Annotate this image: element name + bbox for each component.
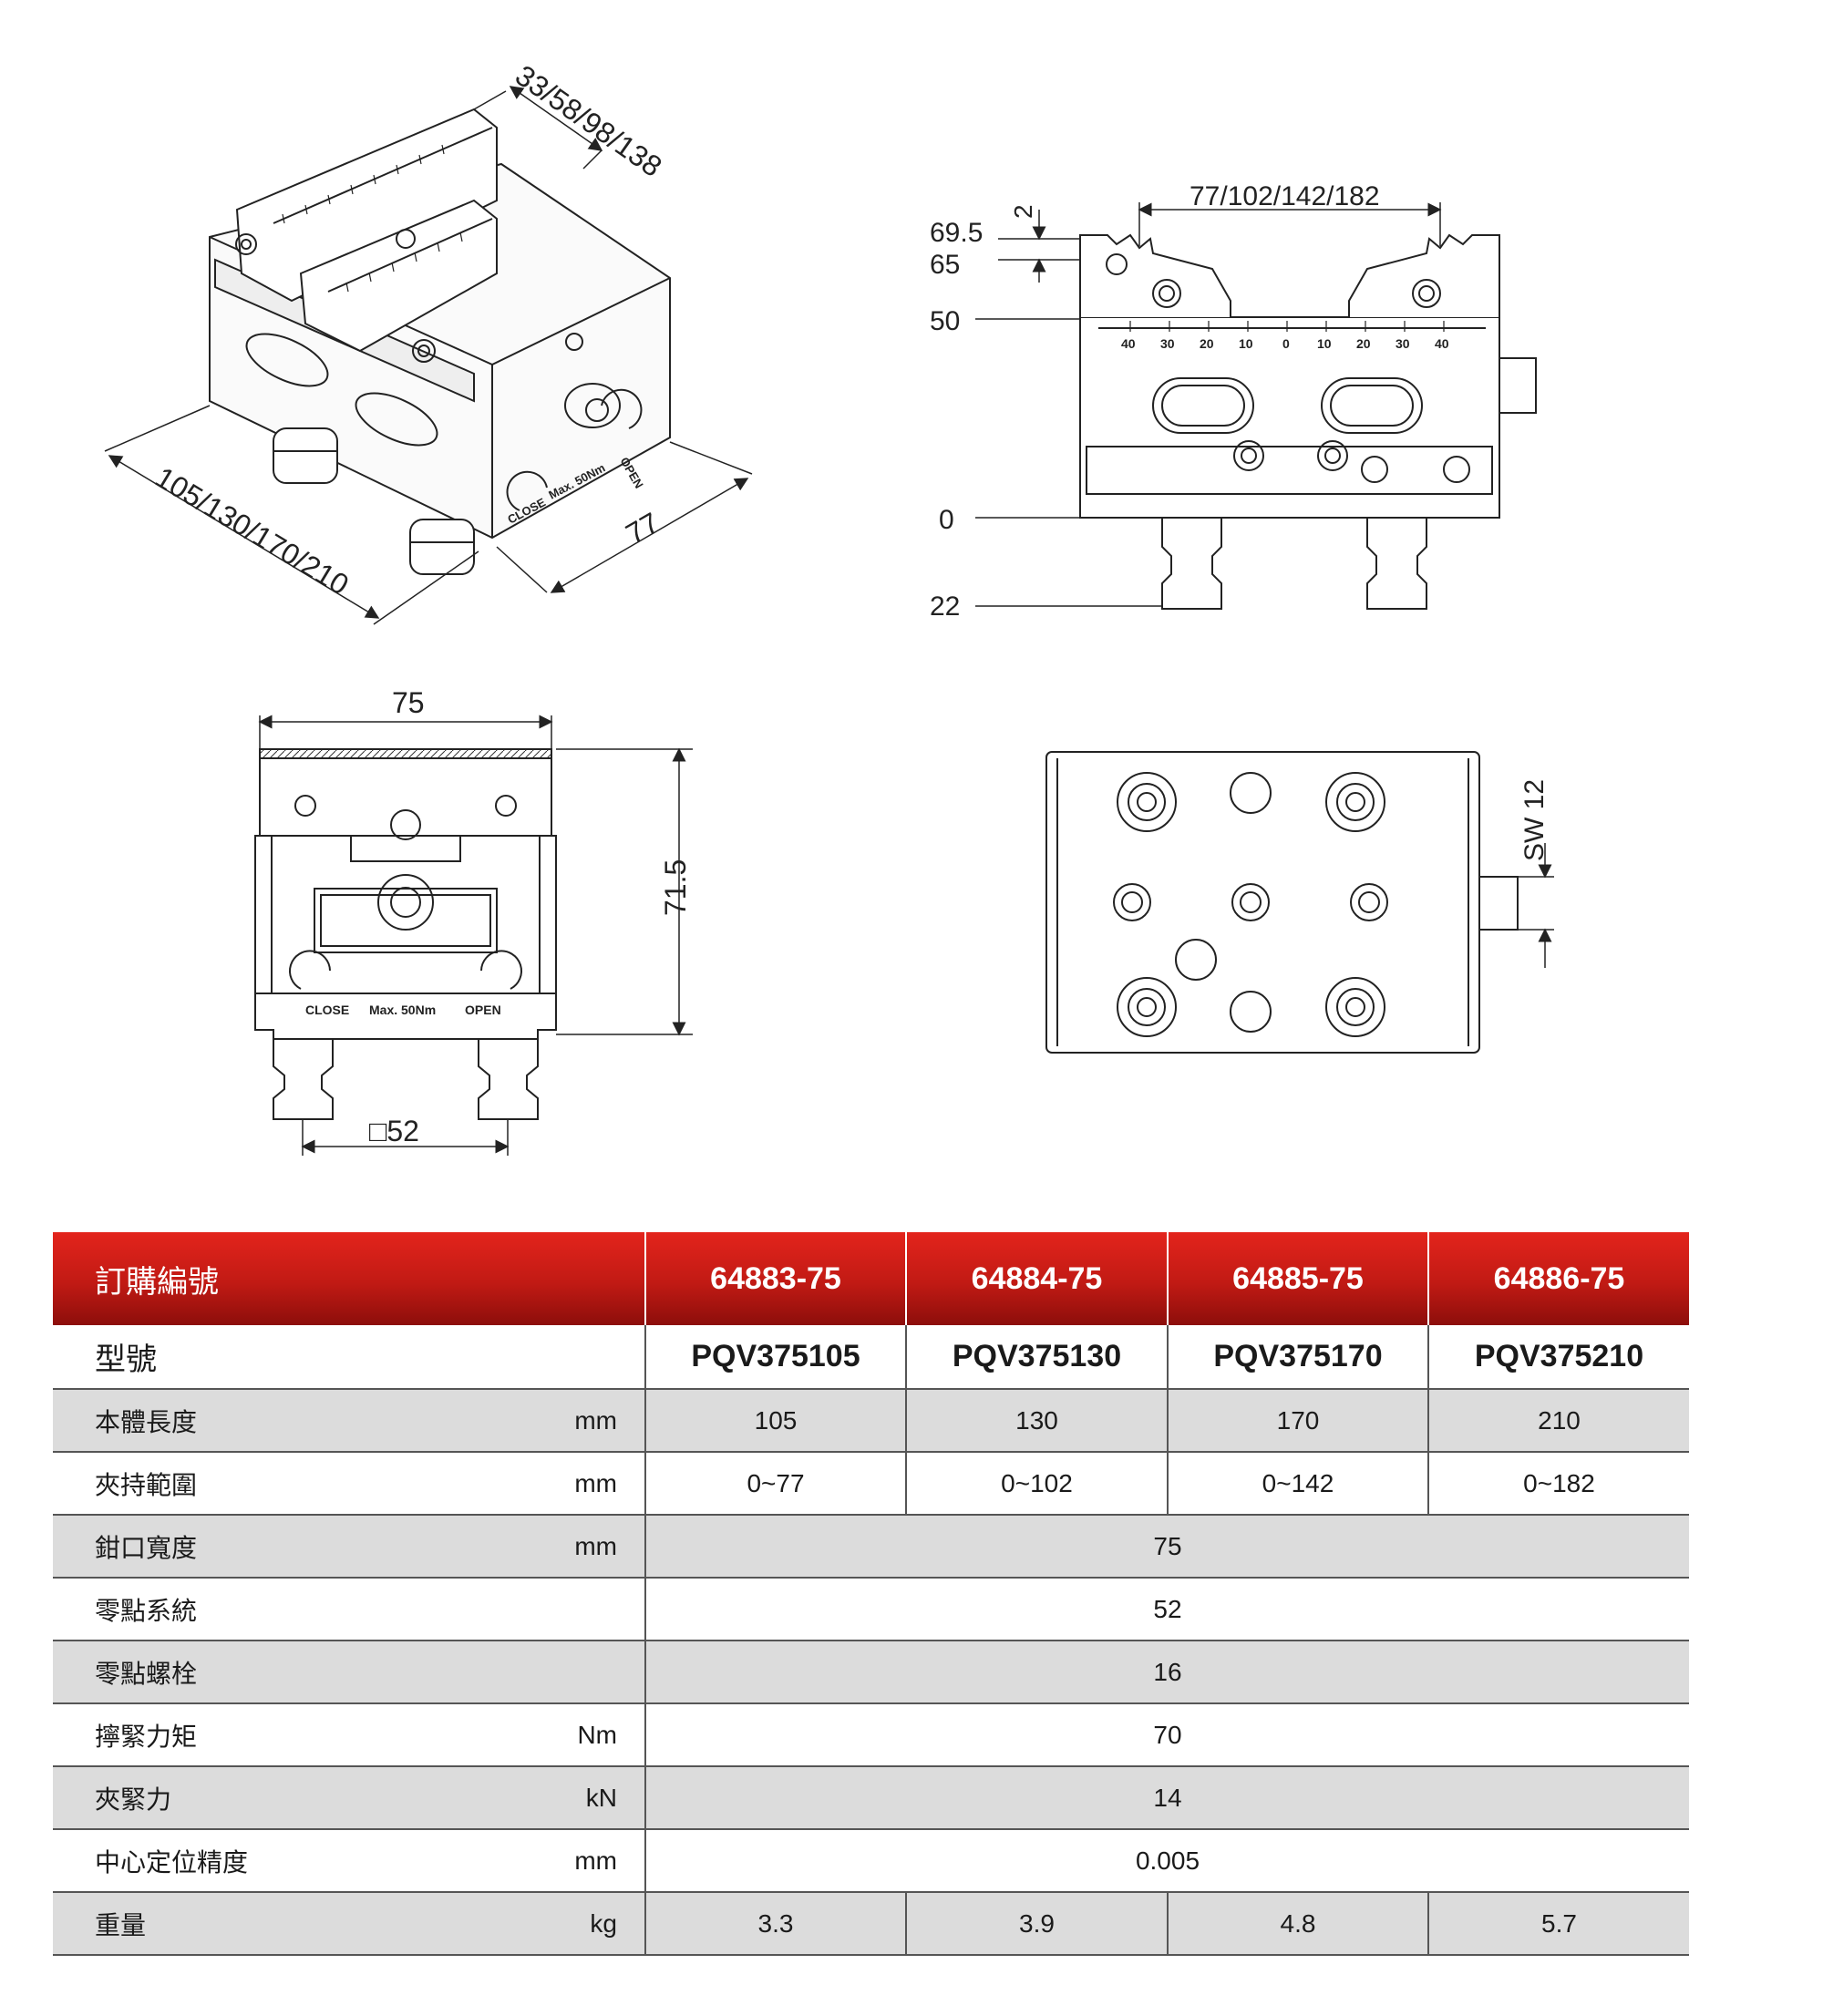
bottom-dimensions <box>1518 843 1554 968</box>
spec-value: 14 <box>644 1766 1689 1830</box>
spec-unit: mm <box>574 1846 617 1875</box>
bottom-view <box>1045 751 1519 1054</box>
order-code: 64883-75 <box>644 1232 906 1325</box>
model-row: 型號 PQV375105 PQV375130 PQV375170 PQV3752… <box>53 1325 1689 1390</box>
spec-unit: kN <box>585 1783 617 1812</box>
side-open-label: OPEN <box>465 1003 501 1017</box>
bottom-bolt <box>1117 977 1177 1037</box>
bottom-wrench-label: SW 12 <box>1519 779 1550 861</box>
scale-tick-label: 20 <box>1356 336 1371 351</box>
spec-value: 3.9 <box>905 1892 1168 1956</box>
side-view <box>254 748 557 1120</box>
model-label: 型號 <box>53 1325 645 1390</box>
spec-unit: mm <box>574 1468 617 1497</box>
bottom-bolt <box>1117 772 1177 832</box>
spec-label: 本體長度 <box>95 1407 198 1436</box>
model-value: PQV375105 <box>644 1325 906 1390</box>
scale-tick-label: 40 <box>1435 336 1449 351</box>
spec-value: 210 <box>1427 1389 1689 1453</box>
spec-label: 鉗口寬度 <box>95 1533 198 1562</box>
spec-value: 16 <box>644 1641 1689 1704</box>
side-close-label: CLOSE <box>305 1003 349 1017</box>
spec-value: 0~77 <box>644 1452 906 1516</box>
spec-value: 75 <box>644 1515 1689 1579</box>
front-step-label: 2 <box>1009 204 1037 219</box>
spec-row-body-length: 本體長度 mm 105 130 170 210 <box>53 1389 1689 1453</box>
spec-label: 夾持範圍 <box>95 1470 198 1499</box>
scale-tick-label: 30 <box>1160 336 1175 351</box>
spec-label: 重量 <box>95 1910 147 1939</box>
iso-depth-label: 77 <box>621 506 665 550</box>
order-number-row: 訂購編號 64883-75 64884-75 64885-75 64886-75 <box>53 1232 1689 1325</box>
side-torque-label: Max. 50Nm <box>369 1003 436 1017</box>
spec-value: 52 <box>644 1578 1689 1641</box>
spec-label: 零點系統 <box>95 1596 198 1625</box>
scale-tick-label: 10 <box>1239 336 1253 351</box>
side-height-label: 71.5 <box>659 859 692 916</box>
spec-value: 0.005 <box>644 1829 1689 1893</box>
model-value: PQV375170 <box>1167 1325 1428 1390</box>
spec-value: 4.8 <box>1167 1892 1428 1956</box>
order-code: 64884-75 <box>905 1232 1168 1325</box>
spec-value: 70 <box>644 1703 1689 1767</box>
order-code: 64885-75 <box>1167 1232 1428 1325</box>
scale-tick-label: 10 <box>1317 336 1332 351</box>
side-dimensions <box>258 715 693 1156</box>
front-level-69-5: 69.5 <box>930 218 983 248</box>
spec-value: 3.3 <box>644 1892 906 1956</box>
spec-value: 0~102 <box>905 1452 1168 1516</box>
spec-row-centering-accuracy: 中心定位精度 mm 0.005 <box>53 1829 1689 1893</box>
front-dimensions <box>975 202 1442 607</box>
spec-value: 5.7 <box>1427 1892 1689 1956</box>
spec-row-clamp-range: 夾持範圍 mm 0~77 0~102 0~142 0~182 <box>53 1452 1689 1516</box>
side-pitch-label: □52 <box>369 1115 419 1147</box>
iso-open-label: OPEN <box>617 455 645 490</box>
scale-tick-label: 20 <box>1200 336 1214 351</box>
front-span-label: 77/102/142/182 <box>1190 181 1380 211</box>
spec-label: 夾緊力 <box>95 1785 172 1814</box>
scale-tick-label: 0 <box>1282 336 1290 351</box>
spec-row-weight: 重量 kg 3.3 3.9 4.8 5.7 <box>53 1892 1689 1956</box>
front-level-22: 22 <box>930 591 960 622</box>
bottom-bolt <box>1325 977 1385 1037</box>
spec-value: 105 <box>644 1389 906 1453</box>
spec-row-zero-point-system: 零點系統 52 <box>53 1578 1689 1641</box>
spec-value: 130 <box>905 1389 1168 1453</box>
scale-tick-label: 30 <box>1396 336 1410 351</box>
spec-unit: kg <box>590 1908 617 1938</box>
model-value: PQV375130 <box>905 1325 1168 1390</box>
spec-value: 0~182 <box>1427 1452 1689 1516</box>
spec-row-torque: 擰緊力矩 Nm 70 <box>53 1703 1689 1767</box>
side-width-label: 75 <box>392 686 425 719</box>
spec-label: 中心定位精度 <box>95 1847 249 1877</box>
spec-label: 擰緊力矩 <box>95 1722 198 1751</box>
spec-row-clamp-force: 夾緊力 kN 14 <box>53 1766 1689 1830</box>
scale-tick-label: 40 <box>1121 336 1136 351</box>
spec-label: 零點螺栓 <box>95 1659 198 1688</box>
spec-value: 170 <box>1167 1389 1428 1453</box>
technical-drawings: 105/130/170/210 77 33/58/98/138 CLOSE Ma… <box>104 58 1554 1156</box>
order-code: 64886-75 <box>1427 1232 1689 1325</box>
iso-jaw-open-label: 33/58/98/138 <box>510 58 668 183</box>
front-level-65: 65 <box>930 250 960 280</box>
iso-dimensions <box>104 86 753 625</box>
model-value: PQV375210 <box>1427 1325 1689 1390</box>
spec-unit: mm <box>574 1531 617 1560</box>
front-level-0: 0 <box>939 505 954 535</box>
spec-unit: Nm <box>577 1720 617 1749</box>
spec-row-jaw-width: 鉗口寬度 mm 75 <box>53 1515 1689 1579</box>
iso-view <box>209 108 671 575</box>
front-level-50: 50 <box>930 306 960 336</box>
front-scale-labels: 40 30 20 10 0 10 20 30 40 <box>1121 336 1449 351</box>
spec-row-zero-point-bolt: 零點螺栓 16 <box>53 1641 1689 1704</box>
spec-unit: mm <box>574 1405 617 1435</box>
order-number-label: 訂購編號 <box>95 1264 219 1300</box>
spec-value: 0~142 <box>1167 1452 1428 1516</box>
front-view <box>1079 233 1537 610</box>
bottom-bolt <box>1325 772 1385 832</box>
spec-table: 訂購編號 64883-75 64884-75 64885-75 64886-75… <box>53 1232 1689 1956</box>
